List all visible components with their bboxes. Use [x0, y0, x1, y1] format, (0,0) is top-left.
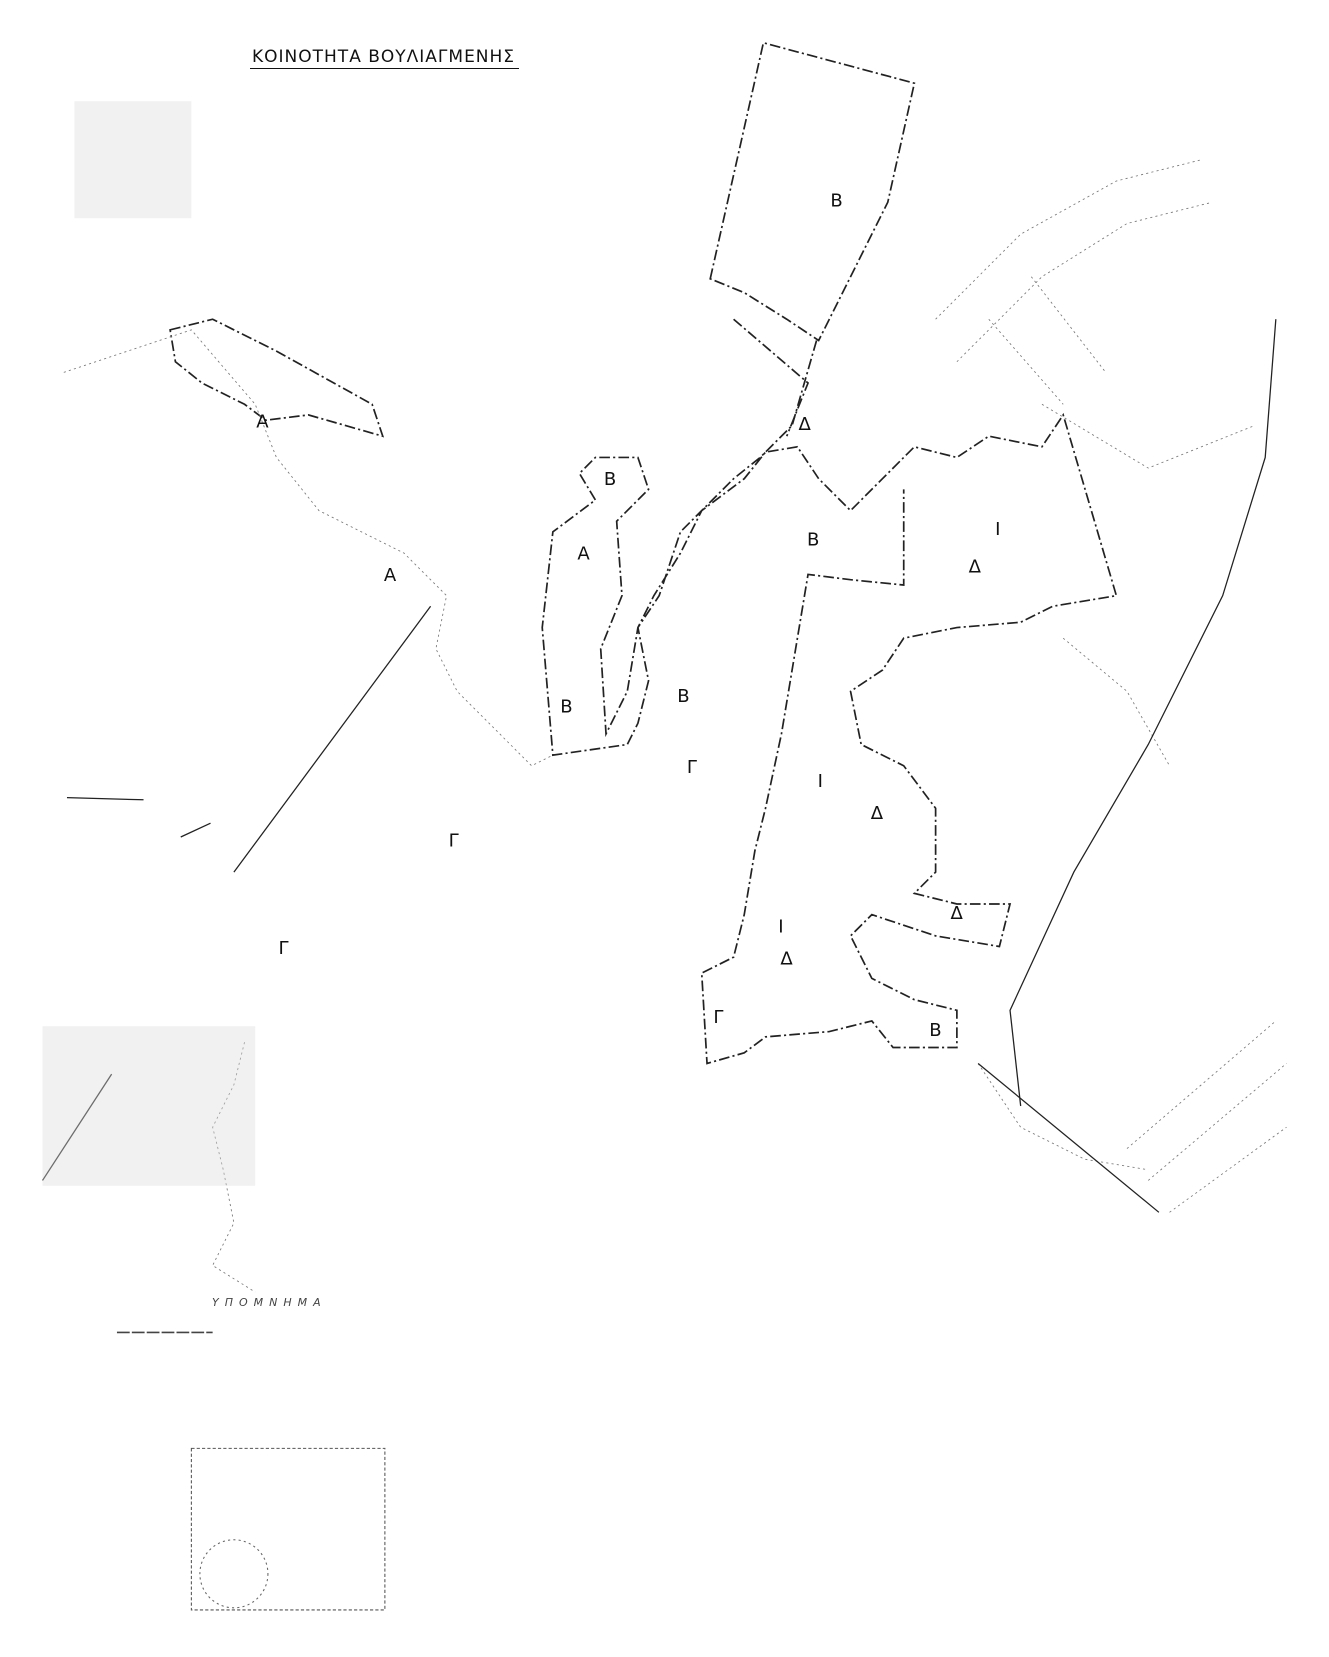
- zone-label: Ι: [778, 917, 783, 938]
- zone-label: Α: [384, 565, 397, 586]
- zone-label: Β: [604, 469, 616, 490]
- shaded-area-nw: [74, 101, 192, 219]
- zone-label: Α: [577, 544, 590, 565]
- zone-boundaries: [41, 41, 1287, 1334]
- boundary-sw: [41, 1073, 113, 1181]
- dash-mark: [66, 797, 144, 801]
- zone-label: Γ: [279, 938, 289, 959]
- coastal-zone-line: [733, 318, 810, 437]
- coastline-west: [63, 329, 554, 767]
- zone-label: Ι: [995, 519, 1000, 540]
- zone-label: Β: [677, 686, 689, 707]
- zone-label: Β: [830, 191, 842, 212]
- survey-line: [233, 605, 432, 873]
- zone-b-north: [709, 41, 916, 342]
- zone-label: Δ: [798, 414, 811, 435]
- zone-label: Δ: [951, 903, 964, 924]
- map-title: ΚΟΙΝΟΤΗΤΑ ΒΟΥΛΙΑΓΜΕΝΗΣ: [250, 47, 520, 69]
- zone-label: Β: [929, 1020, 941, 1041]
- road-line: [1009, 319, 1277, 1107]
- zone-label: Γ: [713, 1007, 723, 1028]
- boundary-east: [977, 1062, 1160, 1213]
- zone-label: Ι: [818, 771, 823, 792]
- contours-east: [977, 403, 1255, 1171]
- zone-label: Δ: [871, 803, 884, 824]
- zone-label: Α: [256, 412, 269, 433]
- shaded-area-sw: [42, 1026, 256, 1186]
- zone-label: Β: [560, 697, 572, 718]
- legend-title: ΥΠΟΜΝΗΜΑ: [212, 1296, 327, 1309]
- urban-grid-ne: [935, 159, 1213, 405]
- coastline-south: [212, 1042, 256, 1293]
- zone-label: Γ: [687, 757, 697, 778]
- zone-label: Β: [807, 530, 819, 551]
- zone-label: Γ: [449, 831, 459, 852]
- zone-label: Δ: [780, 949, 793, 970]
- dash-mark: [180, 822, 211, 838]
- zone-label: Δ: [969, 556, 982, 577]
- urban-grid-se: [1126, 1020, 1287, 1213]
- main-zone-boundary: [541, 340, 1118, 1065]
- zone-a-west: [169, 318, 385, 438]
- stamp-block: [190, 1447, 386, 1611]
